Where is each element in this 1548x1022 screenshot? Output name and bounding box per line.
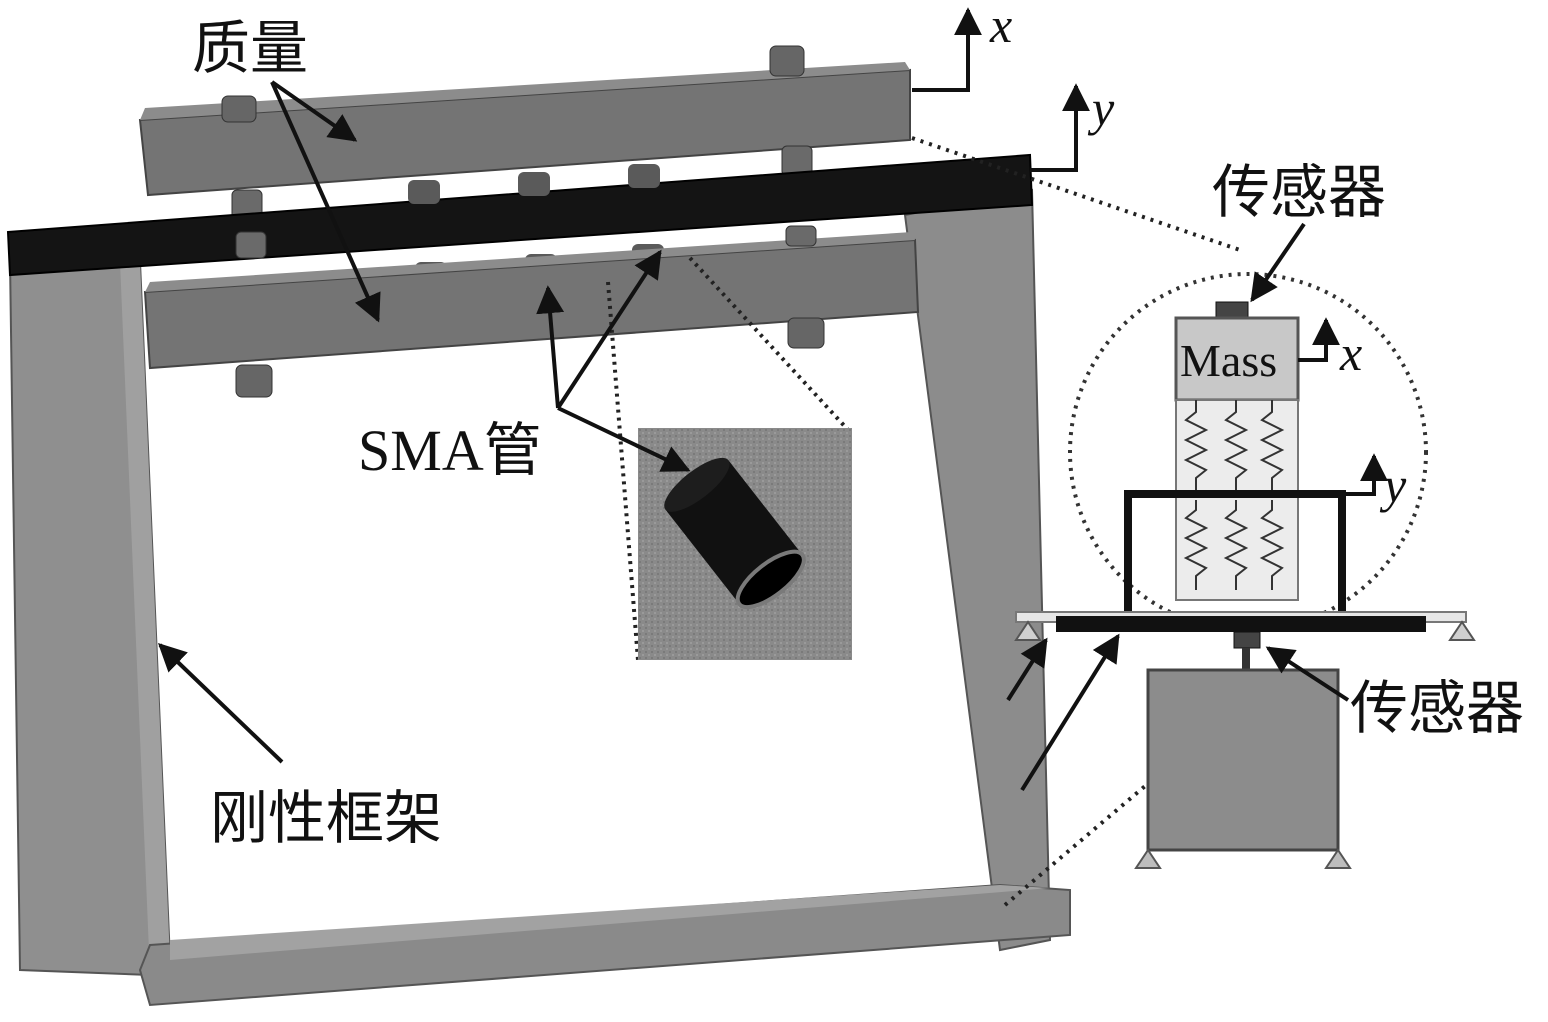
bolt [221, 95, 257, 123]
mass-box-label: Mass [1180, 335, 1277, 386]
schematic-leader-top [911, 136, 1241, 252]
arrow-sensor-bottom [1265, 646, 1350, 702]
bolt [787, 317, 825, 349]
arrow-mass-upper [270, 80, 358, 142]
sma-tube-small [628, 164, 660, 188]
sensor-stem [1242, 648, 1250, 670]
lower-mass-block [143, 225, 920, 398]
sensor-top-chip [1215, 301, 1249, 319]
lower-mass-top [145, 232, 915, 292]
arrow-rigid-frame [157, 643, 284, 764]
arrow-support [1006, 637, 1048, 702]
schematic-u-frame [1124, 490, 1346, 612]
schematic: Mass x [1006, 158, 1524, 869]
bolt [785, 225, 817, 247]
arrow-beam [1020, 633, 1120, 792]
base-foot-left [1134, 848, 1162, 869]
label-mass: 质量 [192, 14, 308, 82]
frame-left-leg-face [120, 262, 170, 975]
svg-text:y: y [1087, 80, 1115, 136]
arrow-sensor-top [1250, 222, 1306, 303]
svg-text:x: x [1339, 325, 1362, 381]
label-rigid-frame: 刚性框架 [210, 784, 442, 852]
base-box [1146, 668, 1340, 852]
frame-bottom-beam-top [170, 885, 1050, 960]
sma-tube-small [408, 180, 440, 204]
frame-right-leg [903, 188, 1052, 952]
label-sensor-bottom: 传感器 [1350, 674, 1524, 742]
base-foot-right [1324, 848, 1352, 869]
arrow-mass-lower [270, 81, 381, 323]
label-sma-tube: SMA管 [358, 418, 542, 483]
axis-y-top: y [1030, 80, 1115, 172]
arrow-sma-2 [556, 249, 662, 410]
springs [1183, 400, 1285, 590]
axis-x-schematic: x [1298, 317, 1362, 381]
label-sensor-top: 传感器 [1212, 158, 1386, 226]
bolt [235, 364, 273, 398]
sensor-bottom-chip [1233, 631, 1261, 649]
axis-x-top: x [912, 0, 1012, 92]
bolt [235, 231, 267, 259]
upper-mass-block [138, 45, 911, 229]
svg-text:x: x [989, 0, 1012, 53]
bolt [769, 45, 805, 77]
svg-text:y: y [1379, 457, 1407, 513]
arrow-sma-1 [536, 285, 565, 409]
axis-y-schematic: y [1342, 453, 1407, 513]
schematic-beam-black [1056, 616, 1426, 632]
support-right [1448, 620, 1476, 641]
arrow-sma-3 [557, 406, 691, 472]
sma-tube-small [518, 172, 550, 196]
inset-leader-left [606, 281, 640, 661]
upper-mass-top [140, 62, 910, 120]
inset-sma-tube-cylinder [664, 457, 806, 610]
